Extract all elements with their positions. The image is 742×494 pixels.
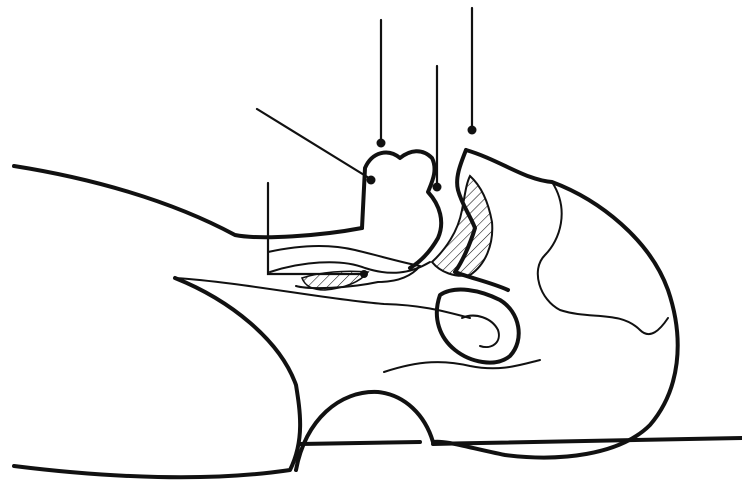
ear-outer — [437, 290, 519, 363]
ground-line — [300, 438, 742, 444]
ear-inner — [462, 316, 499, 347]
leader-dot-3 — [433, 183, 442, 192]
upper-jaw — [362, 151, 441, 268]
chest-outline — [14, 166, 362, 237]
torso-lower-outline — [14, 278, 300, 477]
shoulder-outline — [296, 392, 433, 470]
hairline — [538, 182, 668, 334]
leader-dot-2 — [468, 126, 477, 135]
leader-dot-1 — [377, 139, 386, 148]
leader-line-4 — [257, 109, 369, 178]
leader-dot-5 — [360, 270, 368, 278]
neck-lower-contour — [384, 360, 540, 372]
leader-dot-4 — [367, 176, 376, 185]
